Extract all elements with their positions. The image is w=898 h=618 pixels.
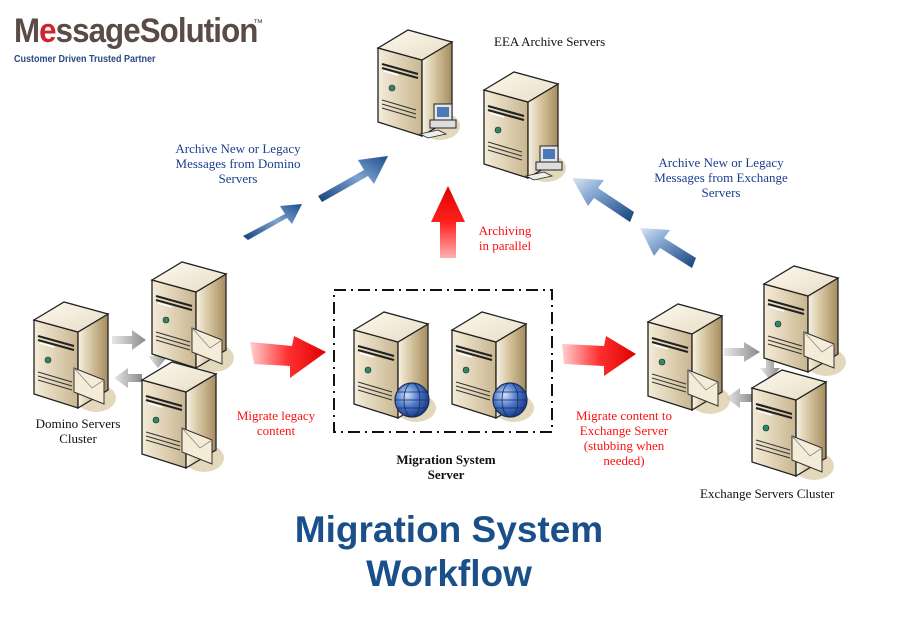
arrow-domino-to-archive <box>243 156 388 240</box>
domino-cluster-label: Domino Servers Cluster <box>35 416 121 446</box>
migrate-legacy-label: Migrate legacy content <box>236 408 316 438</box>
arrow-migrate-to-exchange <box>562 336 636 376</box>
archive-server-2 <box>482 70 568 184</box>
archiving-parallel-label: Archiving in parallel <box>478 223 532 253</box>
arrow-exchange-to-archive <box>572 178 696 268</box>
domino-to-archive-label: Archive New or Legacy Messages from Domi… <box>175 141 301 186</box>
exchange-server-1 <box>646 302 732 416</box>
migration-server-label: Migration System Server <box>396 452 496 482</box>
domino-server-2 <box>150 260 236 374</box>
globe-icon <box>394 382 430 418</box>
logo-trademark: ™ <box>253 18 263 29</box>
exchange-to-archive-label: Archive New or Legacy Messages from Exch… <box>654 155 788 200</box>
exchange-cluster-label: Exchange Servers Cluster <box>700 486 835 501</box>
exchange-server-3 <box>750 368 836 482</box>
migration-server-group-box <box>333 289 553 433</box>
arrow-archiving-parallel <box>431 186 465 258</box>
logo-wordmark: MessageSolution <box>14 12 258 50</box>
exchange-server-2 <box>762 264 848 378</box>
migration-server-1 <box>352 310 438 424</box>
archive-server-1 <box>376 28 462 142</box>
arrow-migrate-legacy <box>250 336 326 378</box>
migration-server-2 <box>450 310 536 424</box>
archive-servers-label: EEA Archive Servers <box>494 34 606 49</box>
logo-accent-letter: e <box>39 12 56 50</box>
domino-server-1 <box>32 300 118 414</box>
logo-tagline: Customer Driven Trusted Partner <box>14 54 156 65</box>
domino-server-3 <box>140 360 226 474</box>
diagram-title: Migration System Workflow <box>294 509 604 594</box>
globe-icon <box>492 382 528 418</box>
migrate-to-exchange-label: Migrate content to Exchange Server (stub… <box>575 408 673 468</box>
